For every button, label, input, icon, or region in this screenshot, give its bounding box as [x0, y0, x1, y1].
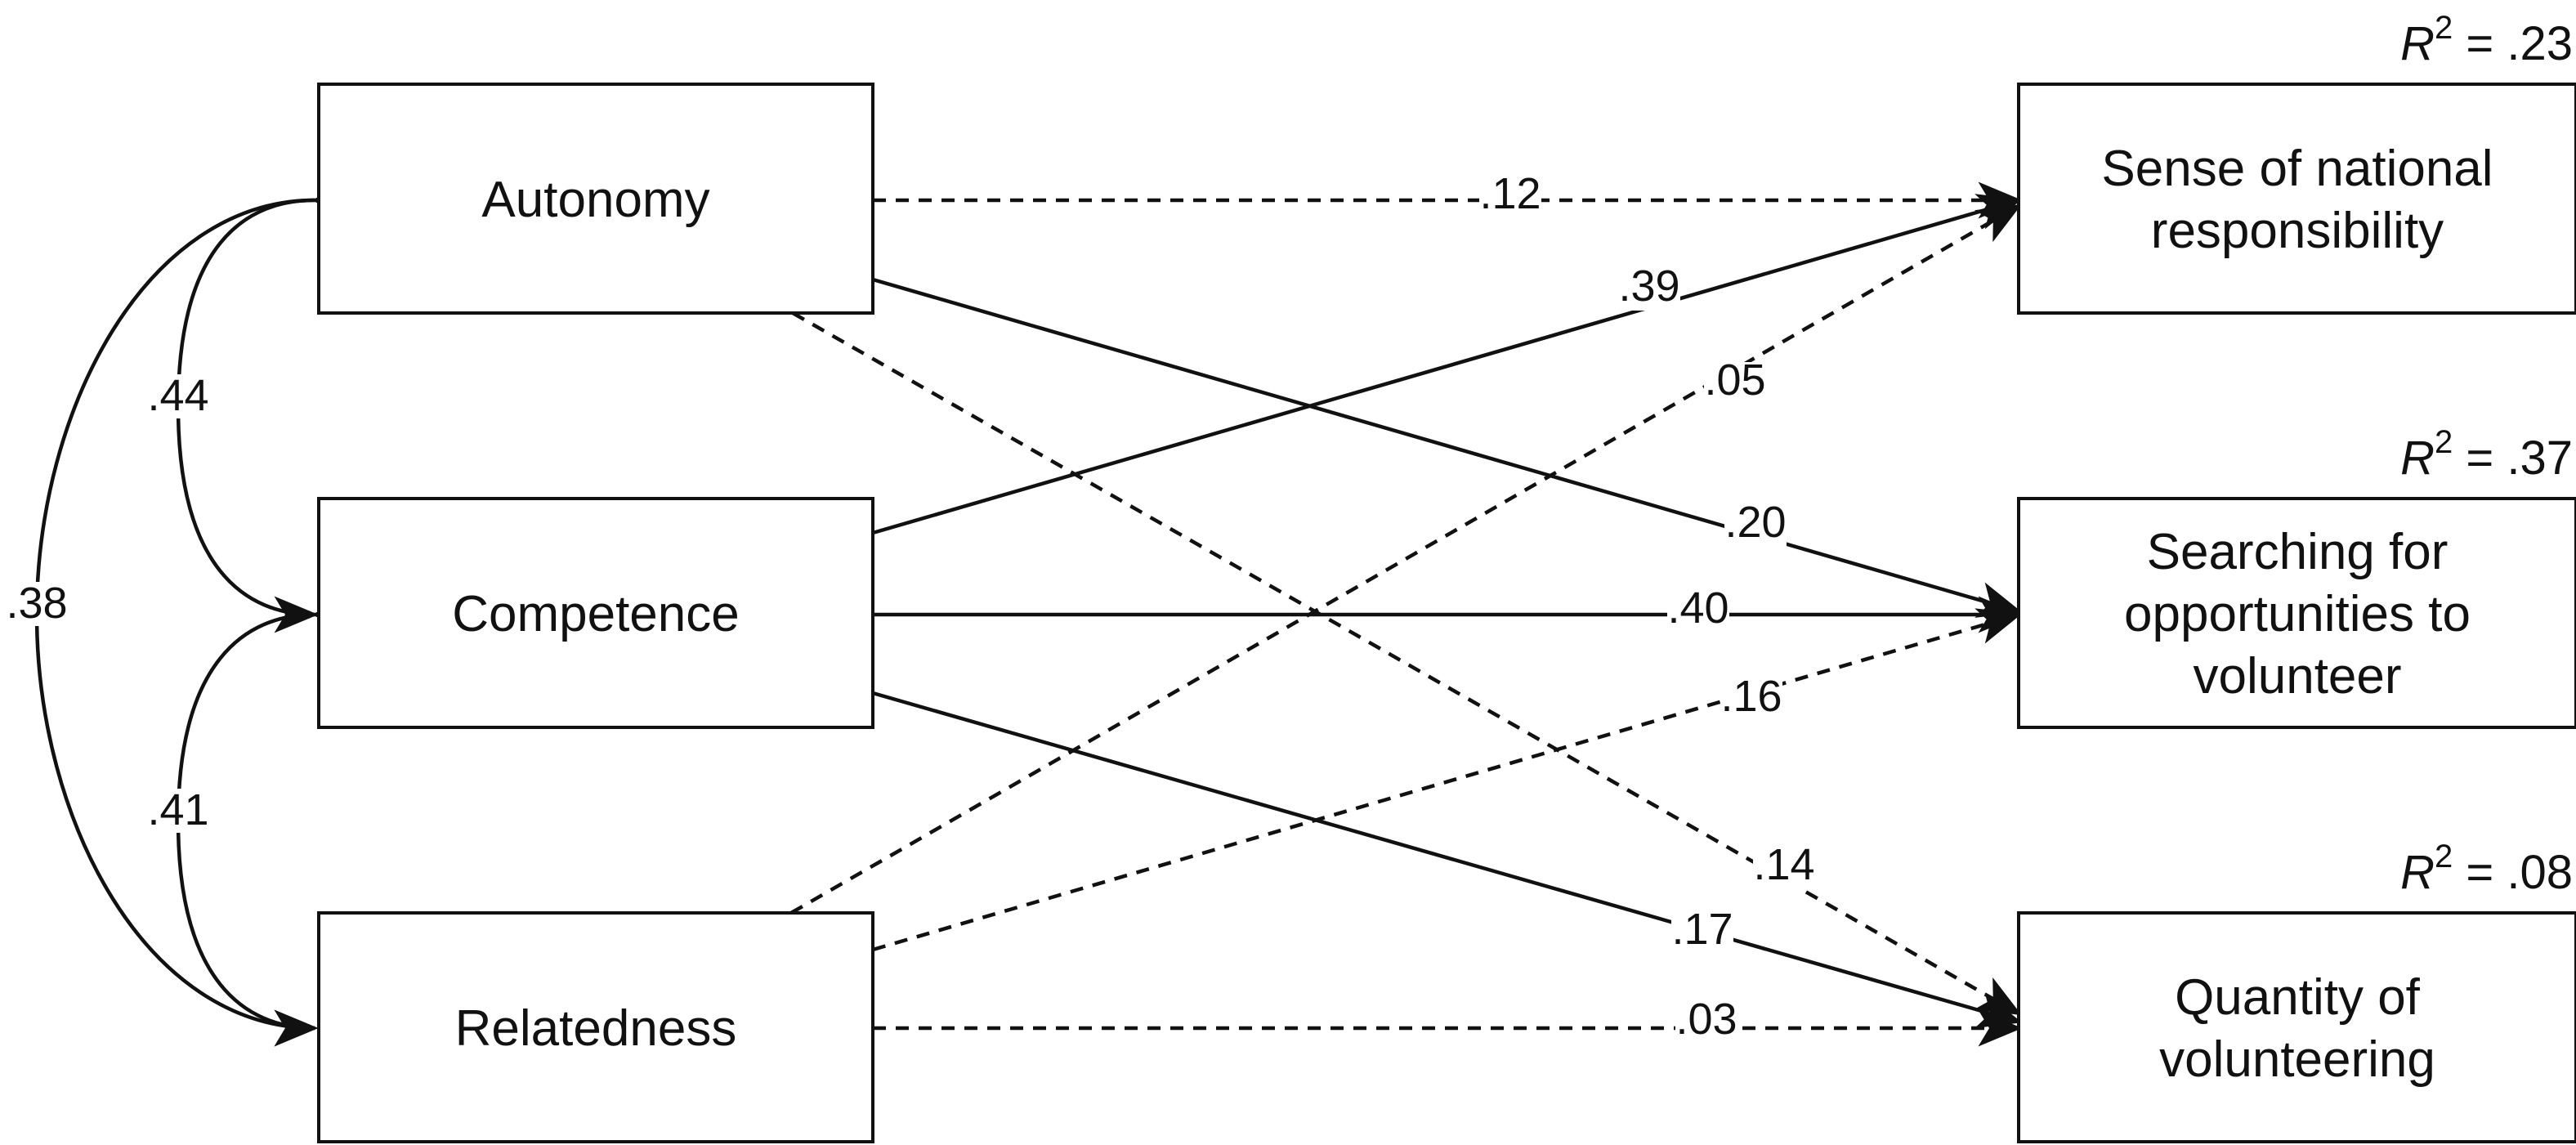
corr-label-bg	[149, 374, 208, 418]
coef-competence-searching: .40	[1667, 584, 1729, 633]
coef-label-bg	[1724, 504, 1787, 547]
coef-label-bg	[1667, 590, 1729, 633]
r-squared-symbol: R	[2400, 432, 2435, 485]
node-relatedness: Relatedness	[317, 911, 874, 1143]
node-box	[317, 83, 874, 315]
coef-relatedness-quantity: .03	[1675, 995, 1737, 1044]
node-searching: Searching for opportunities to volunteer R2…	[2017, 424, 2576, 729]
path-relatedness-to-searching	[872, 608, 2023, 952]
r-squared-value: = .23	[2453, 17, 2573, 70]
coef-relatedness-searching: .16	[1720, 672, 1782, 721]
coef-autonomy-national: .12	[1479, 169, 1541, 218]
r-squared-exponent: 2	[2435, 424, 2453, 460]
coef-competence-national: .39	[1618, 262, 1679, 311]
node-label-competence: Competence	[452, 586, 740, 642]
corr-coef-autonomy-relatedness: .38	[6, 579, 67, 628]
r-squared-value: = .08	[2453, 846, 2573, 899]
node-box	[2017, 83, 2576, 315]
coef-relatedness-national: .05	[1704, 356, 1765, 405]
r-squared-quantity: R2 = .08	[2400, 839, 2573, 899]
path-autonomy-to-searching	[872, 277, 2023, 618]
coef-autonomy-quantity: .14	[1753, 840, 1814, 889]
coef-label-bg	[1720, 678, 1782, 721]
coef-label-bg	[1618, 268, 1680, 311]
r-squared-symbol: R	[2400, 846, 2435, 899]
node-box	[317, 911, 874, 1143]
corr-label-bg	[149, 789, 208, 833]
coef-label-bg	[1671, 911, 1733, 954]
node-label-quantity-line-1: volunteering	[2159, 1031, 2435, 1088]
r-squared-searching: R2 = .37	[2400, 424, 2573, 485]
edges-layer	[34, 181, 2023, 1047]
corr-coef-competence-relatedness: .41	[147, 785, 208, 834]
corr-label-bg	[7, 582, 66, 626]
coef-label-bg	[1704, 362, 1766, 405]
node-box	[2017, 497, 2576, 729]
node-box	[2017, 911, 2576, 1143]
edge-labels-layer: .12 .20 .14 .39 .40 .17 .05 .16 .03 .44 .41 .38	[6, 169, 1815, 1044]
r-squared-value: = .37	[2453, 432, 2573, 485]
coef-autonomy-searching: .20	[1724, 498, 1786, 547]
node-label-autonomy: Autonomy	[481, 172, 709, 228]
node-box	[317, 497, 874, 729]
r-squared-symbol: R	[2400, 17, 2435, 70]
node-label-searching-line-2: volunteer	[2193, 648, 2401, 704]
path-autonomy-to-quantity	[791, 311, 2022, 1016]
node-national: Sense of national responsibility R2 = .23	[2017, 10, 2576, 315]
r-squared-exponent: 2	[2435, 839, 2453, 874]
node-label-searching-line-1: opportunities to	[2124, 586, 2471, 642]
node-competence: Competence	[317, 497, 874, 729]
path-competence-to-quantity	[872, 691, 2023, 1028]
r-squared-national: R2 = .23	[2400, 10, 2573, 70]
node-autonomy: Autonomy	[317, 83, 874, 315]
r-squared-exponent: 2	[2435, 10, 2453, 46]
coef-label-bg	[1753, 847, 1815, 889]
node-label-national-line-0: Sense of national	[2101, 141, 2493, 197]
node-label-quantity-line-0: Quantity of	[2175, 969, 2421, 1026]
node-label-national-line-1: responsibility	[2151, 203, 2444, 259]
correlation-autonomy-relatedness	[34, 181, 356, 1047]
path-competence-to-national	[872, 194, 2023, 535]
coef-competence-quantity: .17	[1671, 905, 1733, 954]
node-label-searching-line-0: Searching for	[2147, 524, 2449, 580]
corr-coef-autonomy-competence: .44	[147, 371, 208, 420]
node-label-relatedness: Relatedness	[455, 1000, 737, 1057]
path-relatedness-to-national	[789, 204, 2022, 915]
coef-label-bg	[1479, 176, 1541, 218]
coef-label-bg	[1675, 1001, 1737, 1044]
